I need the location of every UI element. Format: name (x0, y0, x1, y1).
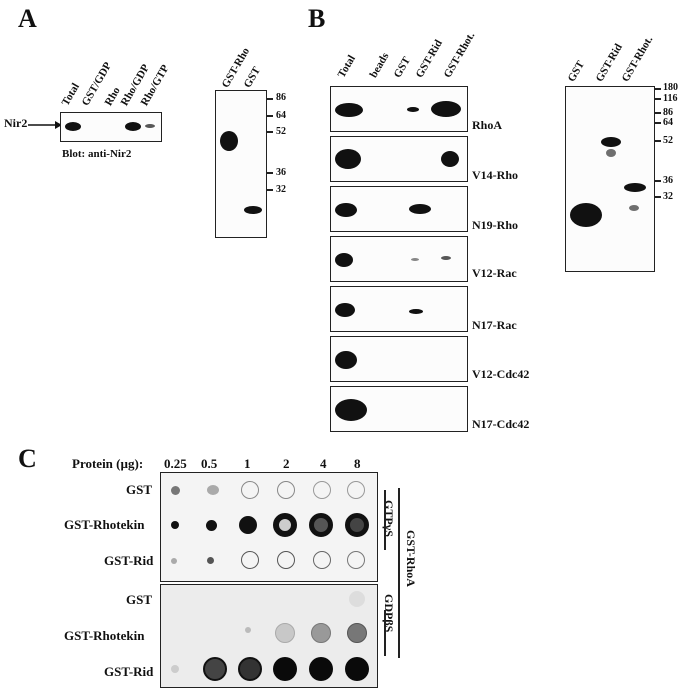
row-label: GST-Rhotekin (64, 517, 145, 532)
amount-label: 1 (244, 456, 251, 471)
protein-header: Protein (µg): (72, 456, 144, 471)
dot-blot-gtp (160, 472, 378, 582)
mw-marker: 32 (663, 191, 673, 202)
amount-label: 4 (320, 456, 327, 471)
row-label: GST-Rid (104, 664, 154, 679)
arrow-right-icon (28, 121, 62, 129)
amount-label: 2 (283, 456, 290, 471)
row-label: N17-Rac (472, 318, 517, 332)
mw-marker: 36 (276, 167, 286, 178)
lane-label: beads (367, 50, 392, 80)
lane-label: GST-Rid (413, 37, 445, 80)
lane-label: Rho (102, 85, 123, 108)
n17-rac-blot (330, 286, 468, 332)
row-label: V14-Rho (472, 168, 519, 182)
band (244, 206, 262, 214)
bracket-line (384, 490, 386, 550)
panel-a-letter: A (18, 4, 37, 33)
row-label: N19-Rho (472, 218, 519, 232)
lane-label: Total (59, 81, 83, 108)
amount-label: 8 (354, 456, 361, 471)
nir2-label: Nir2 (4, 116, 28, 130)
row-label: V12-Cdc42 (472, 367, 530, 381)
mw-marker: 86 (276, 92, 286, 103)
mw-marker: 36 (663, 175, 673, 186)
v12-cdc42-blot (330, 336, 468, 382)
row-label: GST (126, 482, 153, 497)
mw-marker: 64 (663, 117, 673, 128)
band (220, 131, 238, 151)
n17-cdc42-blot (330, 386, 468, 432)
lane-label: GST (241, 64, 264, 90)
row-label: RhoA (472, 118, 503, 132)
lane-label: GST (565, 58, 588, 84)
v14-rho-blot (330, 136, 468, 182)
amount-label: 0.5 (201, 456, 218, 471)
mw-marker: 64 (276, 110, 286, 121)
lane-label: GST-Rhot. (441, 30, 478, 80)
row-label: GST-Rhotekin (64, 628, 145, 643)
panel-c-letter: C (18, 444, 37, 473)
row-label: GST (126, 592, 153, 607)
gst-rho-gel (215, 90, 267, 238)
bracket-line (384, 610, 386, 656)
band (65, 122, 81, 131)
nir2-blot (60, 112, 162, 142)
mw-marker: 180 (663, 82, 678, 93)
n19-rho-blot (330, 186, 468, 232)
band (125, 122, 141, 131)
mw-marker: 32 (276, 184, 286, 195)
rhoa-blot (330, 86, 468, 132)
dot-blot-gdp (160, 584, 378, 688)
v12-rac-blot (330, 236, 468, 282)
lane-label: GST (391, 54, 414, 80)
amount-label: 0.25 (164, 456, 187, 471)
row-label: V12-Rac (472, 266, 517, 280)
row-label: GST-Rid (104, 553, 154, 568)
lane-label: Total (335, 53, 359, 80)
band (145, 124, 155, 128)
lane-label: GST-Rhot. (619, 34, 656, 84)
bracket-line (398, 488, 400, 658)
probe-label: GST-RhoA (404, 530, 418, 587)
gst-fusion-gel (565, 86, 655, 272)
row-label: N17-Cdc42 (472, 417, 530, 431)
panel-b-letter: B (308, 4, 326, 33)
mw-marker: 116 (663, 93, 678, 104)
mw-marker: 86 (663, 107, 673, 118)
blot-caption: Blot: anti-Nir2 (62, 148, 132, 160)
mw-marker: 52 (276, 126, 286, 137)
mw-marker: 52 (663, 135, 673, 146)
